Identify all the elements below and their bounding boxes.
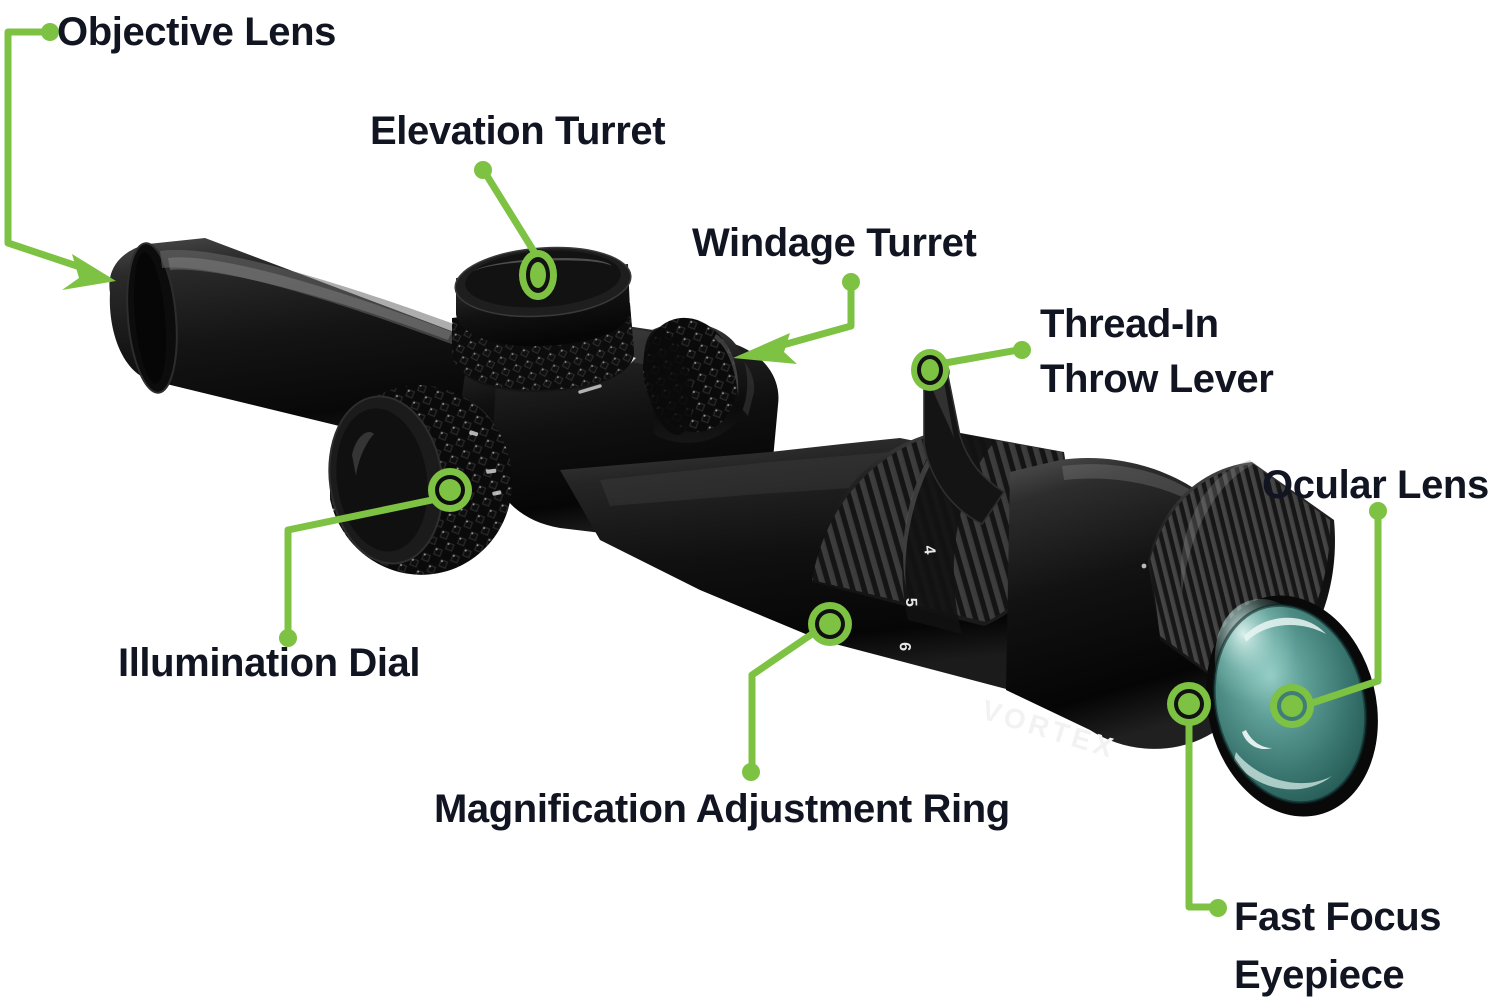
label-thread-in-throw-lever-line1: Thread-In	[1040, 302, 1219, 346]
leader-illumination-dial-dot	[279, 629, 297, 647]
ocular-lens-specular-hook	[1242, 730, 1272, 750]
label-magnification-adjustment-ring: Magnification Adjustment Ring	[434, 787, 1010, 831]
illumination-dial-highlight	[352, 432, 374, 476]
objective-lens-glass	[133, 252, 167, 384]
leader-fast-focus-dot	[1209, 899, 1227, 917]
fast-focus-highlight	[1180, 460, 1254, 594]
mag-ring-highlight	[903, 434, 948, 588]
label-fast-focus-eyepiece-line2: Eyepiece	[1234, 953, 1404, 997]
windage-turret	[640, 310, 750, 444]
windage-turret-highlight	[714, 334, 739, 396]
leader-magnification-ring-core	[819, 613, 841, 635]
label-fast-focus-eyepiece-line1: Fast Focus	[1234, 895, 1441, 939]
callout-leaders	[4, 23, 1387, 917]
label-windage-turret: Windage Turret	[692, 221, 976, 265]
leader-objective-lens	[4, 23, 116, 290]
leader-windage-turret	[733, 273, 860, 364]
leader-ocular-lens	[1270, 502, 1387, 728]
leader-magnification-path	[748, 630, 816, 774]
leader-magnification-adjustment-ring	[742, 602, 852, 781]
objective-highlight	[160, 249, 470, 348]
mag-ring-index-band	[902, 430, 996, 634]
windage-turret-inner-face	[643, 328, 693, 436]
label-objective-lens: Objective Lens	[57, 10, 336, 54]
leader-windage-turret-path	[768, 279, 855, 352]
leader-objective-lens-arrowhead	[62, 254, 116, 290]
leader-throw-lever-ring-core	[921, 359, 939, 381]
throw-lever-highlight	[930, 377, 954, 438]
leader-fast-focus-path	[1185, 720, 1218, 911]
leader-windage-turret-arrowhead	[733, 333, 797, 364]
leader-elevation-turret-ring-core	[530, 262, 546, 288]
leader-illumination-dial	[279, 468, 472, 647]
leader-magnification-dot	[742, 763, 760, 781]
leader-elevation-turret-path	[480, 167, 542, 262]
leader-fast-focus-ring-core	[1178, 693, 1200, 715]
leader-thread-in-throw-lever	[911, 341, 1031, 391]
mag-number-5: 5	[902, 598, 919, 608]
ocular-lens	[1206, 595, 1378, 817]
leader-fast-focus-eyepiece	[1167, 682, 1227, 917]
leader-windage-turret-dot	[842, 273, 860, 291]
leader-ocular-lens-dot	[1369, 502, 1387, 520]
mag-number-4: 4	[920, 545, 938, 556]
leader-elevation-turret	[474, 161, 557, 300]
ocular-lens-specular-bottom	[1234, 752, 1332, 790]
callout-labels: Objective Lens Elevation Turret Windage …	[57, 10, 1489, 997]
leader-objective-lens-dot	[41, 23, 59, 41]
scope-illustration: 2 3 4 5 6 VORTEX	[109, 238, 1378, 817]
leader-thread-in-throw-lever-dot	[1013, 341, 1031, 359]
label-elevation-turret: Elevation Turret	[370, 109, 665, 153]
leader-thread-in-throw-lever-path	[941, 346, 1022, 367]
label-fast-focus-eyepiece: Fast Focus Eyepiece	[1234, 895, 1442, 997]
label-thread-in-throw-lever: Thread-In Throw Lever	[1040, 302, 1274, 401]
objective-highlight-2	[168, 257, 452, 340]
illumination-dial	[328, 380, 530, 580]
leader-ocular-lens-path	[1308, 509, 1382, 707]
mag-number-6: 6	[896, 642, 913, 652]
leader-elevation-turret-dot	[474, 161, 492, 179]
leader-ocular-lens-ring-core	[1281, 695, 1303, 717]
label-illumination-dial: Illumination Dial	[118, 641, 420, 685]
label-thread-in-throw-lever-line2: Throw Lever	[1040, 357, 1273, 401]
label-ocular-lens: Ocular Lens	[1262, 463, 1489, 507]
leader-illumination-dial-path	[284, 496, 436, 640]
ocular-lens-specular-top	[1244, 617, 1326, 642]
leader-illumination-dial-ring-core	[439, 479, 461, 501]
illumination-dial-detent-marks	[469, 430, 502, 496]
leader-objective-lens-path	[4, 28, 90, 273]
